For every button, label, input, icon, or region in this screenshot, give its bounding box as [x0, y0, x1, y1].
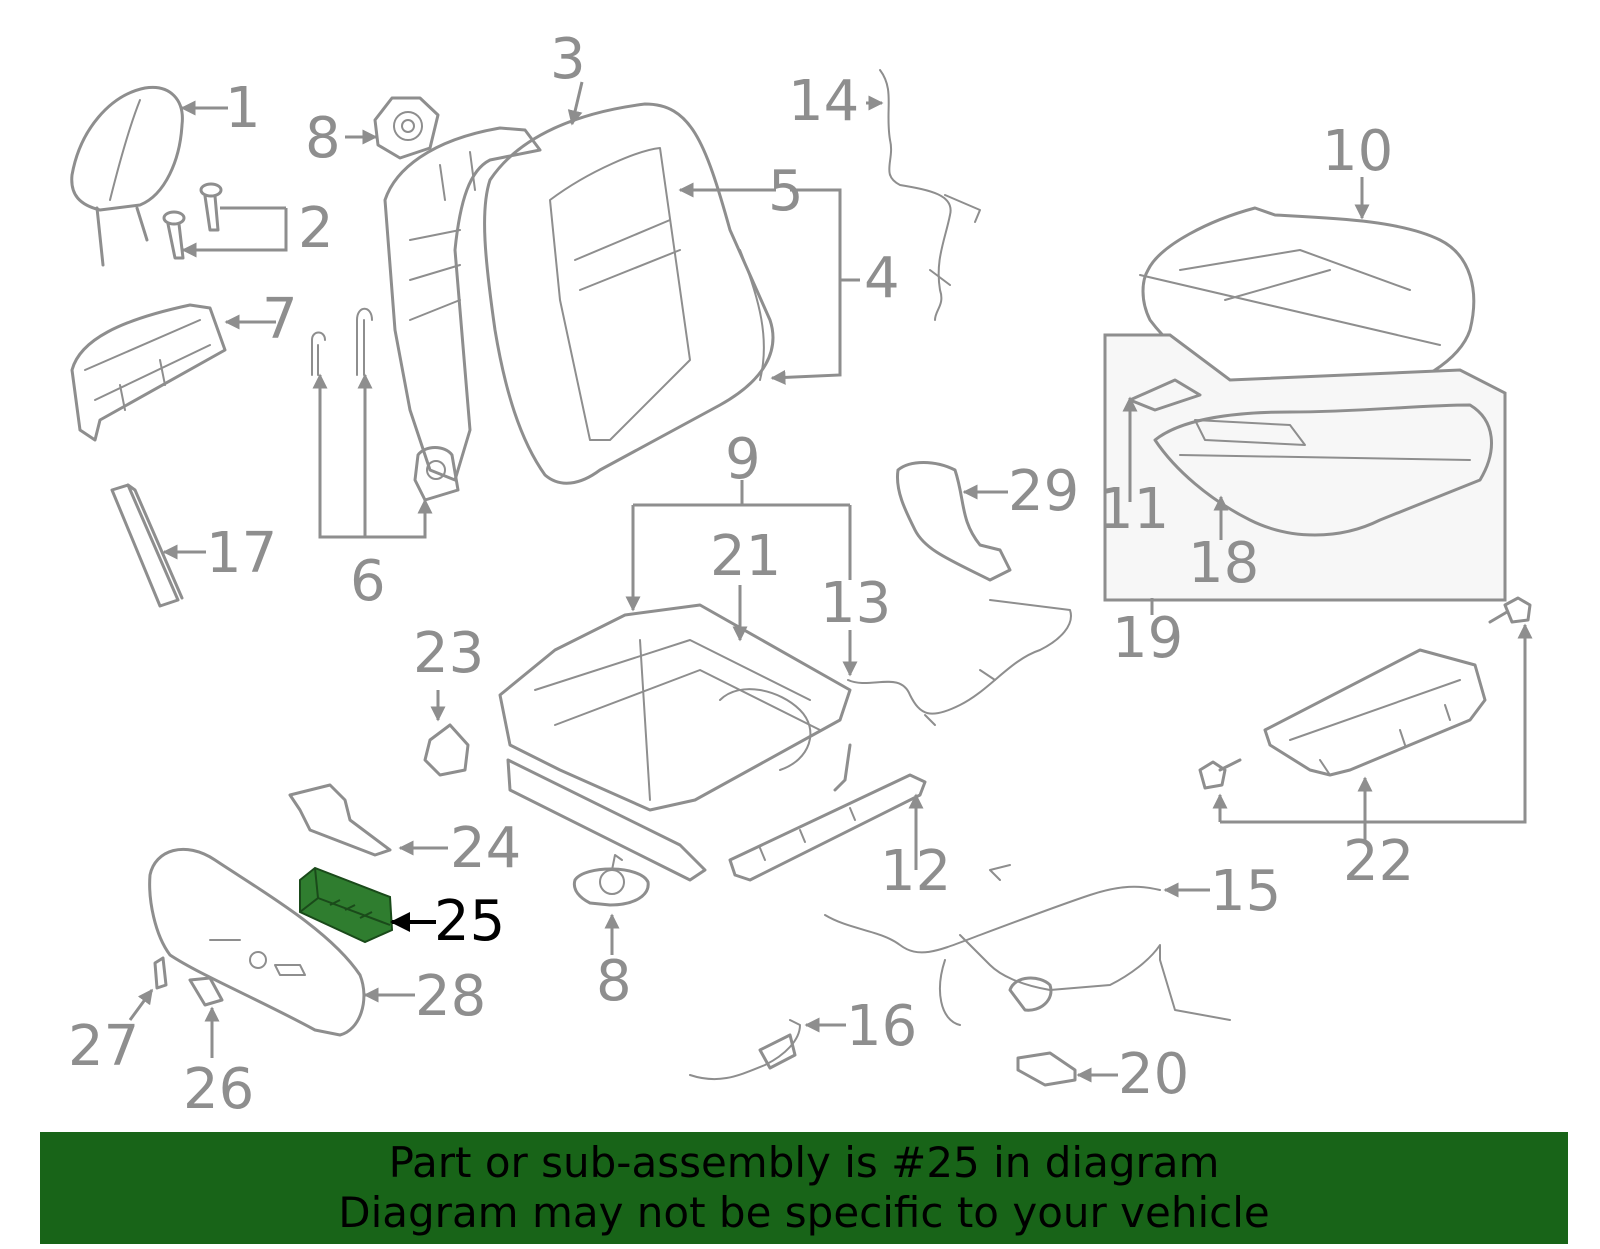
callout-23: 23 [413, 621, 484, 686]
part-23-cover [423, 723, 470, 777]
part-22-bolt-left [1198, 758, 1242, 790]
callout-9: 9 [725, 427, 761, 492]
callout-12: 12 [880, 839, 951, 904]
part-1-headrest [70, 85, 184, 267]
callout-17: 17 [206, 521, 277, 586]
callout-3: 3 [550, 27, 586, 92]
callout-21: 21 [710, 524, 781, 589]
callout-22: 22 [1343, 829, 1414, 894]
callout-8-bottom: 8 [596, 949, 632, 1014]
callout-19: 19 [1112, 606, 1183, 671]
callout-25: 25 [434, 889, 505, 954]
part-22-bolt-right [1488, 596, 1532, 624]
callout-13: 13 [820, 571, 891, 636]
callout-24: 24 [450, 816, 521, 881]
callout-2: 2 [298, 196, 334, 261]
part-2-headrest-guides [162, 182, 223, 260]
leader-lines [128, 81, 1533, 1083]
part-15-harness [824, 864, 1231, 1026]
part-29-cover [895, 461, 1012, 582]
part-7-back-board [70, 303, 227, 442]
info-banner: Part or sub-assembly is #25 in diagram D… [40, 1132, 1568, 1244]
callout-18: 18 [1188, 531, 1259, 596]
callout-8-top: 8 [305, 106, 341, 171]
callout-7: 7 [262, 287, 298, 352]
part-8-motor-bottom [572, 854, 650, 907]
callout-14: 14 [788, 69, 859, 134]
part-17-pad [110, 483, 184, 608]
callout-16: 16 [846, 994, 917, 1059]
part-3-seatback-frame [383, 126, 542, 502]
callout-15: 15 [1210, 859, 1281, 924]
part-19-cushion-assembly-box [1103, 333, 1507, 602]
callout-10: 10 [1322, 119, 1393, 184]
part-14-harness [879, 69, 981, 321]
part-20-connector [1016, 1051, 1077, 1087]
callout-labels: 1 2 3 4 5 6 7 8 8 9 10 11 12 13 14 15 16… [68, 27, 1414, 1122]
part-13-harness [847, 599, 1072, 726]
callout-27: 27 [68, 1014, 139, 1079]
part-25-power-seat-switch[interactable] [299, 866, 394, 944]
part-9-seat-frame [498, 603, 852, 882]
callout-29: 29 [1008, 459, 1079, 524]
banner-line-2: Diagram may not be specific to your vehi… [338, 1188, 1270, 1237]
callout-11: 11 [1098, 477, 1169, 542]
callout-6: 6 [350, 549, 386, 614]
part-26-knob [188, 976, 224, 1007]
part-5-seatback-pad [483, 102, 775, 485]
callout-26: 26 [183, 1057, 254, 1122]
part-27-knob [153, 956, 168, 990]
part-22-side-cover [1263, 648, 1487, 777]
part-28-side-shield [148, 847, 366, 1037]
callout-20: 20 [1118, 1042, 1189, 1107]
banner-line-1: Part or sub-assembly is #25 in diagram [388, 1138, 1220, 1187]
part-6-springs [311, 307, 373, 376]
callout-28: 28 [415, 964, 486, 1029]
callout-4: 4 [864, 246, 900, 311]
callout-1: 1 [225, 76, 261, 141]
part-8-recliner-motor-top [373, 96, 440, 160]
part-16-harness [689, 1019, 801, 1081]
part-24-cover [288, 783, 392, 857]
callout-5: 5 [768, 159, 804, 224]
